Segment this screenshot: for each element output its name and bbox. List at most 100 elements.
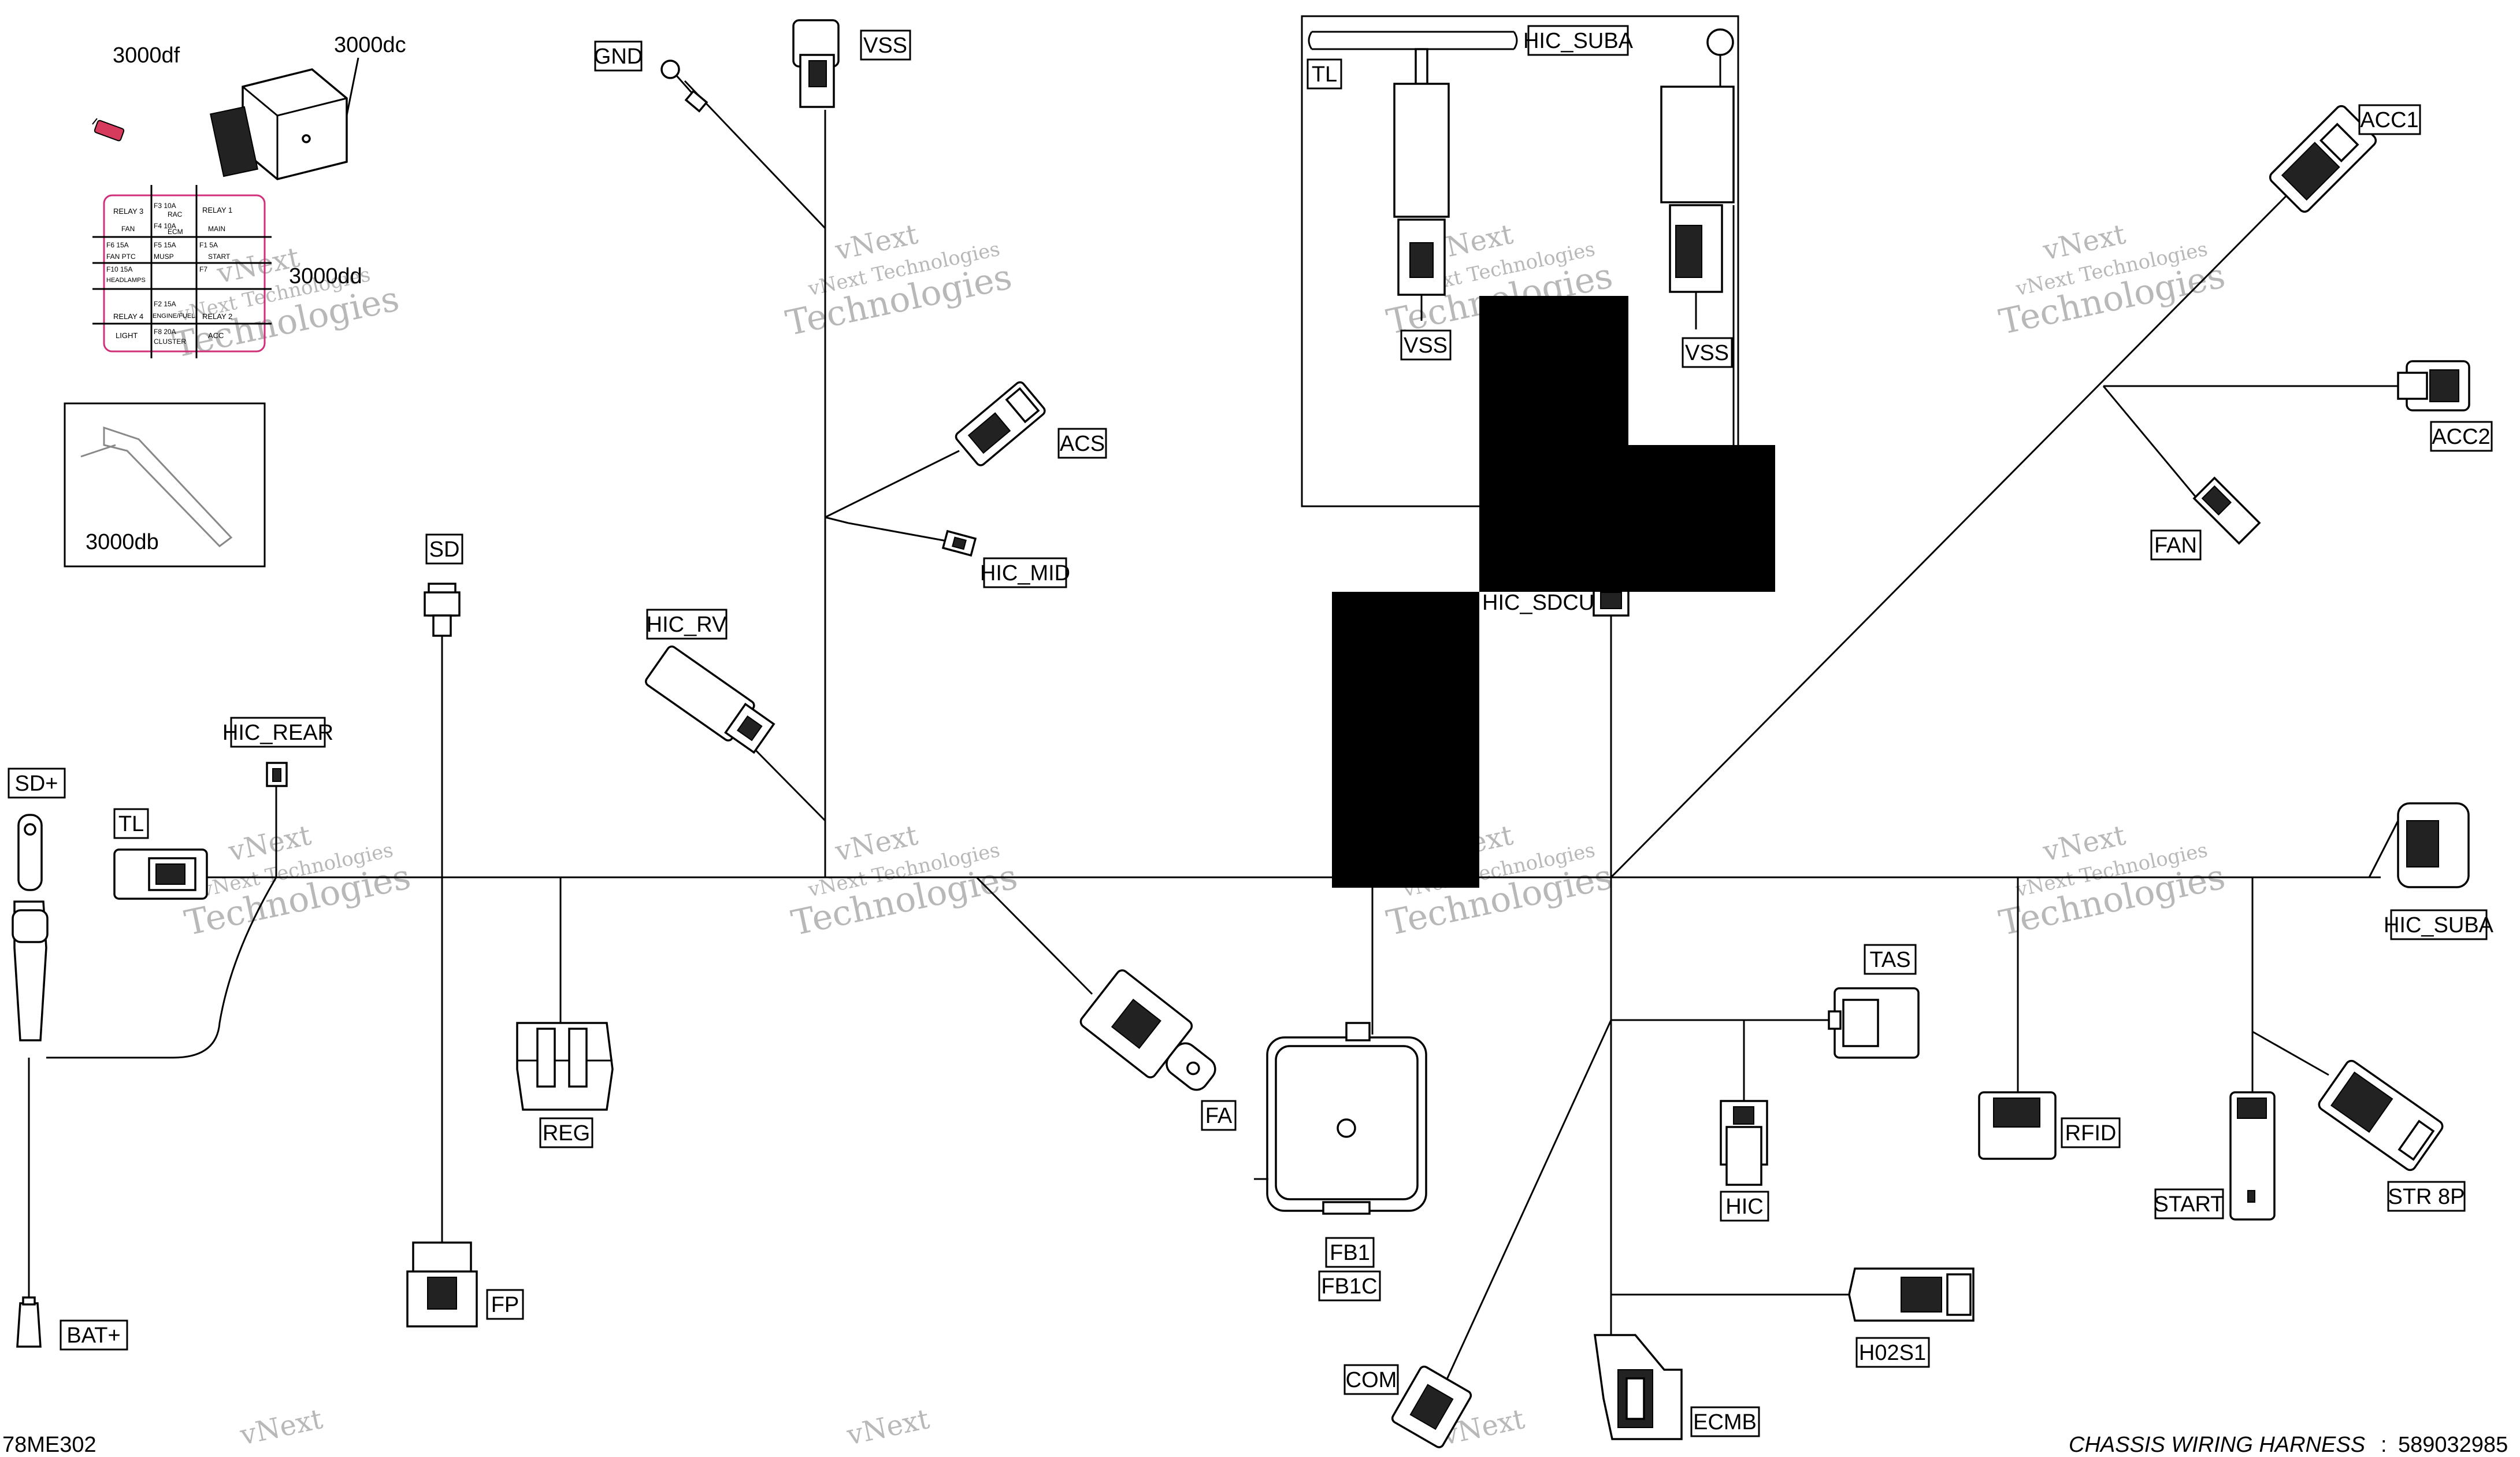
label-acs[interactable]: ACS xyxy=(1057,428,1107,459)
relay-part-label: 3000dc xyxy=(334,33,406,57)
fuse-cell: F6 15A xyxy=(106,241,129,249)
label-inset-tl[interactable]: TL xyxy=(1307,58,1342,90)
h02s1-connector-icon[interactable] xyxy=(1848,1267,1975,1322)
label-fa[interactable]: FA xyxy=(1201,1100,1237,1131)
fuse-cell: RELAY 3 xyxy=(113,207,143,216)
fa-connector-icon[interactable] xyxy=(1078,968,1230,1108)
hic-rv-connector-icon[interactable] xyxy=(644,645,777,758)
label-text: FB1 xyxy=(1330,1241,1370,1265)
label-text: FA xyxy=(1205,1104,1233,1128)
label-inset-vss-left[interactable]: VSS xyxy=(1400,329,1452,361)
label-h02s1[interactable]: H02S1 xyxy=(1855,1337,1930,1368)
label-text: ACC1 xyxy=(2360,108,2418,132)
label-hic-rv[interactable]: HIC_RV xyxy=(646,609,728,640)
hic-connector-icon[interactable] xyxy=(1720,1100,1768,1186)
label-hic-mid[interactable]: HIC_MID xyxy=(980,557,1070,588)
label-tas[interactable]: TAS xyxy=(1864,944,1917,975)
label-text: REG xyxy=(543,1121,590,1145)
label-text: SD xyxy=(429,537,460,562)
label-com[interactable]: COM xyxy=(1343,1364,1399,1395)
label-hic-suba[interactable]: HIC_SUBA xyxy=(2384,909,2494,940)
fuse-cell: F1 5A xyxy=(199,241,218,249)
label-fan[interactable]: FAN xyxy=(2150,529,2202,561)
harness-part-number: 589032985 xyxy=(2398,1433,2508,1457)
sd-plus-terminal-icon[interactable] xyxy=(12,814,49,1041)
label-str8p[interactable]: STR 8P xyxy=(2387,1181,2466,1212)
label-fb1[interactable]: FB1 xyxy=(1325,1237,1375,1268)
label-text: TL xyxy=(118,812,144,836)
label-start[interactable]: START xyxy=(2154,1188,2224,1219)
fuse-cell: F2 15A xyxy=(154,300,176,308)
fuse-cell: RAC xyxy=(168,210,183,218)
acs-connector-icon[interactable] xyxy=(954,380,1046,467)
com-connector-icon[interactable] xyxy=(1391,1365,1473,1449)
label-acc2[interactable]: ACC2 xyxy=(2430,421,2493,452)
tas-connector-icon[interactable] xyxy=(1828,987,1920,1059)
label-text: FP xyxy=(491,1293,519,1317)
fan-connector-icon[interactable] xyxy=(2192,476,2261,545)
ecmb-connector-icon[interactable] xyxy=(1593,1334,1683,1440)
fuse-cell: F10 15A xyxy=(106,265,132,273)
fuse-cell: FAN xyxy=(121,225,135,233)
label-text: VSS xyxy=(1685,341,1729,365)
label-text: HIC_RV xyxy=(647,613,727,637)
label-text: VSS xyxy=(1404,333,1448,358)
label-inset-hic-suba[interactable]: HIC_SUBA xyxy=(1523,25,1634,56)
bat-plus-terminal-icon[interactable] xyxy=(16,1296,42,1348)
footer: 78ME302 CHASSIS WIRING HARNESS : 5890329… xyxy=(2,1433,2508,1457)
hic-mid-connector-icon[interactable] xyxy=(941,529,977,557)
label-text: FAN xyxy=(2154,533,2197,558)
str8p-connector-icon[interactable] xyxy=(2317,1059,2444,1173)
label-hic-rear[interactable]: HIC_REAR xyxy=(222,717,333,748)
reg-connector-icon[interactable] xyxy=(516,1022,614,1111)
label-fp[interactable]: FP xyxy=(486,1289,524,1320)
labels: GND VSS ACS HIC_MID HIC_RV SD HIC_REAR S… xyxy=(8,25,2494,1437)
label-vss-top[interactable]: VSS xyxy=(860,29,911,61)
label-inset-vss-right[interactable]: VSS xyxy=(1682,337,1733,368)
label-hic-sdcu[interactable]: HIC_SDCU xyxy=(1479,588,1594,617)
fuse-box-grid: RELAY 3 F3 10A RAC RELAY 1 MAIN FAN F4 1… xyxy=(92,185,362,358)
fuse-cell: F8 20A xyxy=(154,328,176,336)
fuse-box-part-label: 3000dd xyxy=(289,264,362,288)
label-text: GND xyxy=(594,45,643,69)
mini-fuse-icon xyxy=(92,118,125,142)
label-text: START xyxy=(2154,1192,2224,1217)
label-text: HIC xyxy=(1725,1195,1763,1219)
fuse-cell: F7 xyxy=(199,265,207,273)
sd-connector-icon[interactable] xyxy=(424,583,461,637)
label-hic[interactable]: HIC xyxy=(1720,1191,1769,1222)
label-fb1c[interactable]: FB1C xyxy=(1318,1270,1381,1302)
start-connector-icon[interactable] xyxy=(2229,1091,2276,1221)
label-sd[interactable]: SD xyxy=(425,533,463,565)
label-ecmb[interactable]: ECMB xyxy=(1690,1406,1760,1437)
rfid-connector-icon[interactable] xyxy=(1978,1091,2057,1160)
acc1-connector-icon[interactable] xyxy=(2268,104,2378,214)
label-reg[interactable]: REG xyxy=(539,1117,593,1148)
fuse-cell: RELAY 4 xyxy=(113,312,143,321)
fuse-cell: RELAY 2 xyxy=(202,312,232,321)
vss-connector-icon[interactable] xyxy=(792,19,840,108)
fb1-fuse-box-icon[interactable] xyxy=(1254,1022,1427,1215)
label-text: VSS xyxy=(863,34,907,58)
label-gnd[interactable]: GND xyxy=(594,40,643,72)
label-bat-plus[interactable]: BAT+ xyxy=(60,1319,128,1351)
hic-suba-connector-icon[interactable] xyxy=(2368,802,2470,888)
label-text: FB1C xyxy=(1321,1274,1377,1299)
harness-wires xyxy=(28,80,2407,1385)
label-text: RFID xyxy=(2065,1121,2117,1145)
label-tl[interactable]: TL xyxy=(113,808,149,839)
label-text: H02S1 xyxy=(1859,1341,1926,1365)
label-text: TAS xyxy=(1869,948,1910,972)
label-rfid[interactable]: RFID xyxy=(2061,1117,2121,1148)
fp-connector-icon[interactable] xyxy=(406,1241,478,1328)
label-text: TL xyxy=(1312,62,1337,87)
fuse-part-label: 3000df xyxy=(113,43,180,68)
fuse-cell: RELAY 1 xyxy=(202,206,232,214)
label-acc1[interactable]: ACC1 xyxy=(2358,104,2421,135)
hic-rear-connector-icon[interactable] xyxy=(266,762,288,787)
label-sd-plus[interactable]: SD+ xyxy=(8,768,66,799)
tl-connector-icon[interactable] xyxy=(113,848,208,900)
relay-icon xyxy=(210,57,359,180)
acc2-connector-icon[interactable] xyxy=(2397,360,2470,411)
